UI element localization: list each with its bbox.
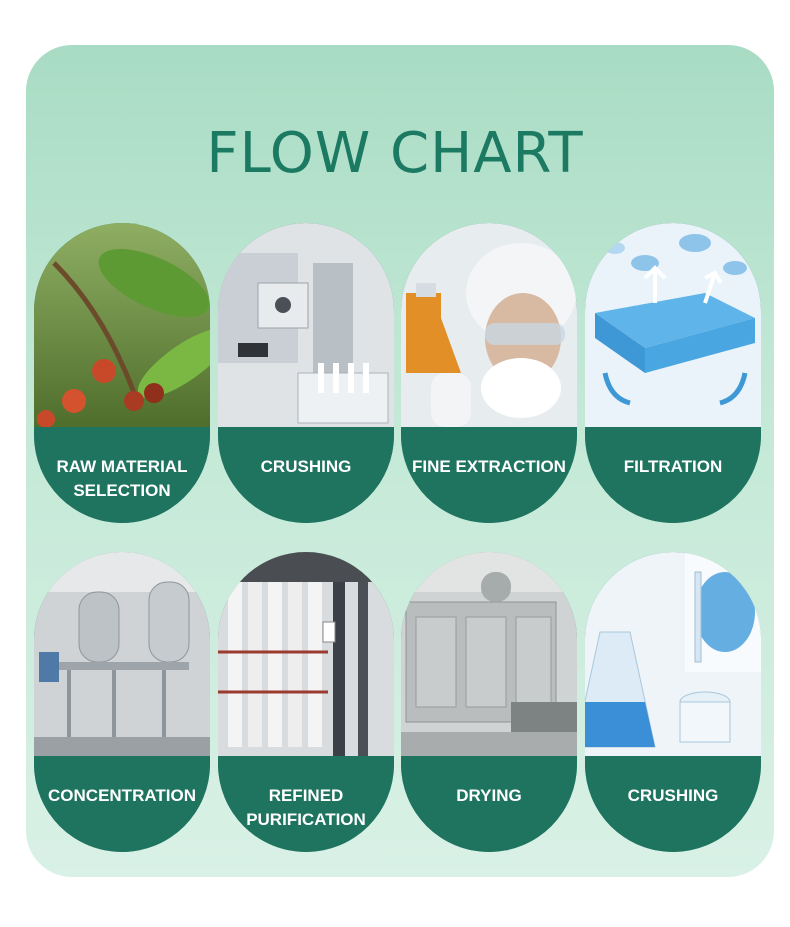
step-label: FILTRATION xyxy=(585,427,761,523)
step-label: CRUSHING xyxy=(218,427,394,523)
lab-glassware-photo xyxy=(585,552,761,756)
drying-oven-photo xyxy=(401,552,577,756)
step-card-raw-material-selection: RAW MATERIAL SELECTION xyxy=(34,223,210,523)
step-card-drying: DRYING xyxy=(401,552,577,852)
step-label: RAW MATERIAL SELECTION xyxy=(34,427,210,523)
step-card-fine-extraction: FINE EXTRACTION xyxy=(401,223,577,523)
step-card-filtration: FILTRATION xyxy=(585,223,761,523)
page-title: FLOW CHART xyxy=(206,121,584,186)
step-card-crushing-2: CRUSHING xyxy=(585,552,761,852)
filter-membrane-icon xyxy=(585,223,761,427)
step-card-concentration: CONCENTRATION xyxy=(34,552,210,852)
crushing-machine-photo xyxy=(218,223,394,427)
scientist-photo xyxy=(401,223,577,427)
step-label: CRUSHING xyxy=(585,756,761,852)
step-card-crushing: CRUSHING xyxy=(218,223,394,523)
concentration-tanks-photo xyxy=(34,552,210,756)
membrane-columns-photo xyxy=(218,552,394,756)
step-label: REFINED PURIFICATION xyxy=(218,756,394,852)
step-card-refined-purification: REFINED PURIFICATION xyxy=(218,552,394,852)
raw-material-photo xyxy=(34,223,210,427)
step-label: FINE EXTRACTION xyxy=(401,427,577,523)
step-label: DRYING xyxy=(401,756,577,852)
step-label: CONCENTRATION xyxy=(34,756,210,852)
